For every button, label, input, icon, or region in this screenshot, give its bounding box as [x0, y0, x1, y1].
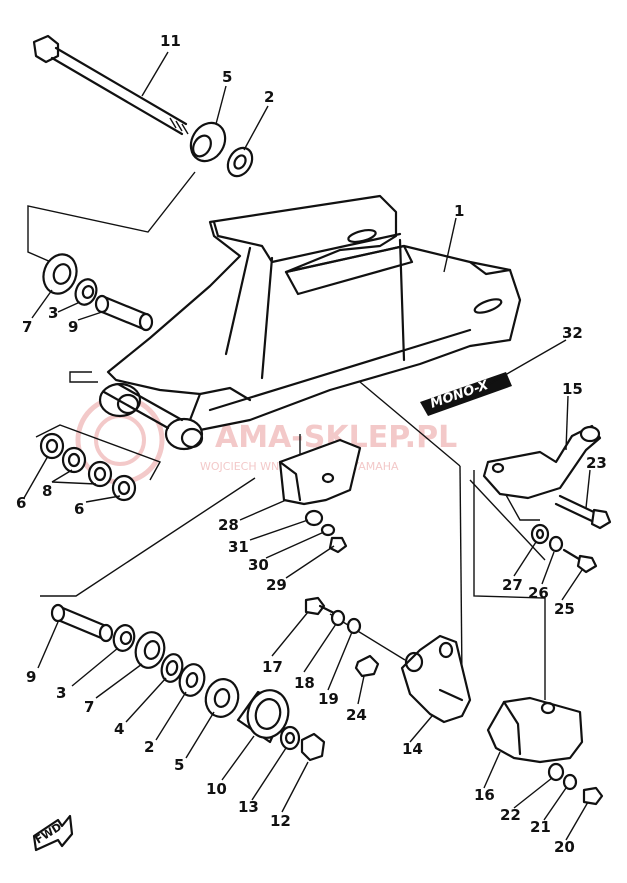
bolt-25	[562, 548, 598, 574]
callout-23: 23	[586, 454, 607, 472]
callout-18: 18	[294, 674, 315, 692]
callout-12: 12	[270, 812, 291, 830]
callout-7-lower: 7	[84, 698, 94, 716]
callout-31: 31	[228, 538, 249, 556]
bolt-17	[304, 596, 338, 616]
bracket-14	[400, 634, 472, 724]
washer-27	[530, 523, 550, 545]
bolt-23	[554, 494, 612, 530]
washer-18	[330, 609, 346, 627]
callout-5-lower: 5	[174, 756, 184, 774]
callout-28: 28	[218, 516, 239, 534]
callout-8: 8	[42, 482, 52, 500]
callout-32: 32	[562, 324, 583, 342]
callout-4: 4	[114, 720, 124, 738]
callout-30: 30	[248, 556, 269, 574]
nut-24	[354, 654, 380, 678]
callout-6-left: 6	[16, 494, 26, 512]
callout-22: 22	[500, 806, 521, 824]
callout-1: 1	[454, 202, 464, 220]
bushing-8b	[87, 460, 113, 488]
collar-10	[236, 689, 290, 744]
leader-lines	[23, 51, 591, 841]
fwd-arrow: FWD	[33, 814, 74, 852]
chain-guard-bracket	[278, 438, 362, 506]
callouts: 11 5 2 1 7 3 9 32 15 6 8 6 23 28 31 30 2…	[16, 32, 607, 856]
callout-11: 11	[160, 32, 181, 50]
washer-21	[562, 773, 578, 791]
axle-bolt	[32, 34, 189, 136]
callout-10: 10	[206, 780, 227, 798]
callout-9-lower: 9	[26, 668, 36, 686]
collar-top	[189, 121, 227, 163]
bolt-29	[328, 536, 348, 554]
nut-12	[300, 732, 326, 762]
callout-17: 17	[262, 658, 283, 676]
washer-lower-2	[178, 663, 206, 697]
callout-14: 14	[402, 740, 423, 758]
washer-19	[346, 617, 362, 635]
callout-27: 27	[502, 576, 523, 594]
callout-19: 19	[318, 690, 339, 708]
callout-26: 26	[528, 584, 549, 602]
callout-5-top: 5	[222, 68, 232, 86]
bushing-8a	[61, 446, 87, 474]
callout-2-top: 2	[264, 88, 274, 106]
bracket-16	[486, 696, 584, 764]
collar-lower-5	[204, 678, 240, 718]
callout-3-upper: 3	[48, 304, 58, 322]
callout-16: 16	[474, 786, 495, 804]
callout-13: 13	[238, 798, 259, 816]
bearing-upper	[74, 278, 98, 306]
spacer-lower	[50, 603, 114, 643]
washer-30	[320, 523, 336, 537]
callout-7-upper: 7	[22, 318, 32, 336]
callout-6-right: 6	[74, 500, 84, 518]
washer-13	[279, 725, 301, 751]
callout-15: 15	[562, 380, 583, 398]
spacer-upper	[94, 294, 154, 332]
callout-21: 21	[530, 818, 551, 836]
callout-25: 25	[554, 600, 575, 618]
callout-20: 20	[554, 838, 575, 856]
bushing-6b	[111, 474, 137, 502]
bushing-6a	[39, 432, 65, 460]
thrust-cover-4	[160, 653, 184, 683]
nut-31	[304, 509, 324, 527]
callout-24: 24	[346, 706, 367, 724]
washer-top	[226, 146, 254, 178]
bolt-20	[582, 786, 604, 806]
callout-29: 29	[266, 576, 287, 594]
nut-26	[548, 535, 564, 553]
relay-arm	[482, 424, 602, 500]
washer-22	[547, 762, 565, 782]
swingarm	[98, 194, 522, 451]
bearing-lower	[112, 624, 136, 652]
callout-2-lower: 2	[144, 738, 154, 756]
callout-3-lower: 3	[56, 684, 66, 702]
oil-seal-upper	[42, 253, 78, 295]
oil-seal-lower	[134, 631, 166, 669]
callout-9-upper: 9	[68, 318, 78, 336]
badge-text: MONO-X	[428, 378, 491, 412]
